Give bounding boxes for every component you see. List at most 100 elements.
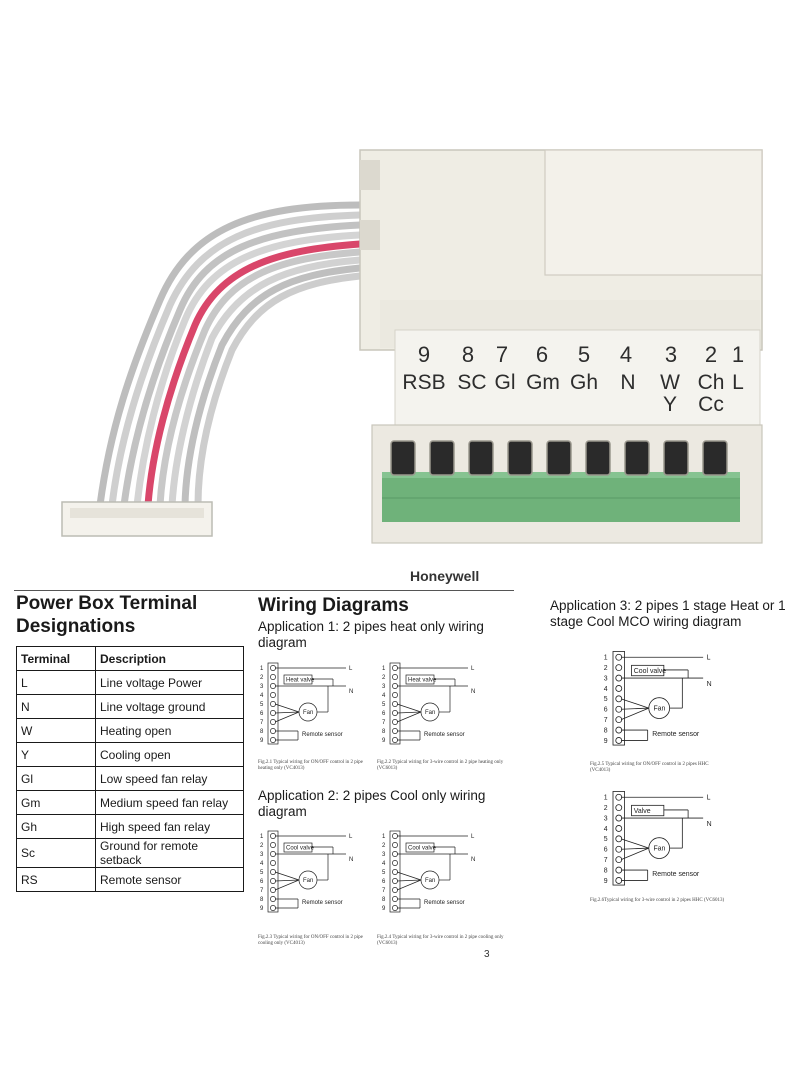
header-rule xyxy=(14,590,514,591)
pin-number: 4 xyxy=(604,826,608,833)
table-header-row: Terminal Description xyxy=(16,646,244,671)
terminal-code: Ch Cc xyxy=(697,371,725,416)
description-cell: Medium speed fan relay xyxy=(95,790,244,815)
pin-number: 5 xyxy=(260,870,264,876)
valve-label: Cool valve xyxy=(408,846,437,852)
pin-number: 6 xyxy=(260,879,264,885)
pin-number: 4 xyxy=(382,861,386,867)
line-N-label: N xyxy=(471,689,475,695)
manual-page: Honeywell Power Box Terminal Designation… xyxy=(0,560,800,1092)
pin-number: 2 xyxy=(382,843,386,849)
description-cell: Remote sensor xyxy=(95,867,244,892)
wire-bundle xyxy=(96,201,364,509)
terminal-numbers: 9 8 7 6 5 4 3 2 1 xyxy=(408,342,748,372)
page-number: 3 xyxy=(484,949,490,960)
line-L-label: L xyxy=(707,655,711,662)
terminal-number: 5 xyxy=(577,342,591,367)
line-L-label: L xyxy=(471,666,475,672)
remote-sensor-label: Remote sensor xyxy=(652,731,700,738)
terminal-code: N xyxy=(620,371,636,394)
terminal-code: Gh xyxy=(569,371,599,394)
pin-number: 4 xyxy=(260,693,264,699)
remote-sensor-label: Remote sensor xyxy=(424,732,465,738)
terminal-housing xyxy=(359,149,763,544)
pin-number: 9 xyxy=(382,906,386,912)
terminal-code: RSB xyxy=(402,371,446,394)
fan-label: Fan xyxy=(303,878,313,884)
pin-number: 6 xyxy=(604,847,608,854)
terminal-cell: Gm xyxy=(16,790,96,815)
line-L-label: L xyxy=(471,834,475,840)
pin-number: 1 xyxy=(382,666,386,672)
pin-number: 7 xyxy=(260,888,264,894)
figure-caption: Fig.2.5 Typical wiring for ON/OFF contro… xyxy=(590,762,709,773)
line-N-label: N xyxy=(349,857,353,863)
description-cell: Low speed fan relay xyxy=(95,766,244,791)
pin-number: 9 xyxy=(260,906,264,912)
line-N-label: N xyxy=(349,689,353,695)
terminal-cell: Gl xyxy=(16,766,96,791)
line-N-label: N xyxy=(471,857,475,863)
figure-caption: Fig.2.1 Typical wiring for ON/OFF contro… xyxy=(258,760,363,771)
fan-label: Fan xyxy=(653,705,665,712)
terminal-number: 8 xyxy=(461,342,475,367)
fan-label: Fan xyxy=(303,710,313,716)
pin-number: 7 xyxy=(382,720,386,726)
pin-number: 3 xyxy=(382,684,386,690)
pin-number: 9 xyxy=(260,738,264,744)
pin-number: 9 xyxy=(604,878,608,885)
application-2-title: Application 2: 2 pipes Cool only wiring … xyxy=(258,788,486,819)
line-N-label: N xyxy=(707,821,712,828)
valve-label: Heat valve xyxy=(286,678,315,684)
terminal-number: 1 xyxy=(731,342,745,367)
terminal-number: 3 xyxy=(664,342,678,367)
pin-number: 6 xyxy=(260,711,264,717)
pin-number: 3 xyxy=(604,675,608,682)
pin-number: 3 xyxy=(604,815,608,822)
pin-number: 4 xyxy=(382,693,386,699)
pin-number: 7 xyxy=(604,717,608,724)
terminal-number: 2 xyxy=(704,342,718,367)
figure-caption: Fig.2.2 Typical wiring for 3-wire contro… xyxy=(377,760,504,771)
figure-caption: Fig.2.4 Typical wiring for 3-wire contro… xyxy=(377,935,504,946)
pin-number: 1 xyxy=(604,655,608,662)
description-cell: Line voltage Power xyxy=(95,670,244,695)
line-L-label: L xyxy=(349,666,353,672)
terminal-number: 4 xyxy=(619,342,633,367)
terminal-cell: N xyxy=(16,694,96,719)
valve-label: Cool valve xyxy=(634,668,666,675)
terminal-number: 7 xyxy=(495,342,509,367)
brand-logo-text: Honeywell xyxy=(410,568,480,584)
pin-number: 8 xyxy=(260,729,264,735)
valve-label: Cool valve xyxy=(286,846,315,852)
pin-number: 8 xyxy=(604,727,608,734)
terminal-block-photo: 9 8 7 6 5 4 3 2 1 RSB SC Gl Gm Gh N W Y … xyxy=(61,149,763,544)
fan-label: Fan xyxy=(425,710,435,716)
pin-number: 5 xyxy=(260,702,264,708)
terminal-block-illustration xyxy=(61,149,763,544)
line-L-label: L xyxy=(707,795,711,802)
remote-sensor-label: Remote sensor xyxy=(302,732,343,738)
remote-sensor-label: Remote sensor xyxy=(424,900,465,906)
pin-number: 6 xyxy=(382,879,386,885)
terminal-number: 6 xyxy=(535,342,549,367)
remote-sensor-label: Remote sensor xyxy=(302,900,343,906)
terminal-cell: Gh xyxy=(16,814,96,839)
pin-number: 3 xyxy=(260,684,264,690)
pin-number: 2 xyxy=(260,675,264,681)
pin-number: 8 xyxy=(382,897,386,903)
description-cell: Heating open xyxy=(95,718,244,743)
terminal-code: SC xyxy=(457,371,487,394)
